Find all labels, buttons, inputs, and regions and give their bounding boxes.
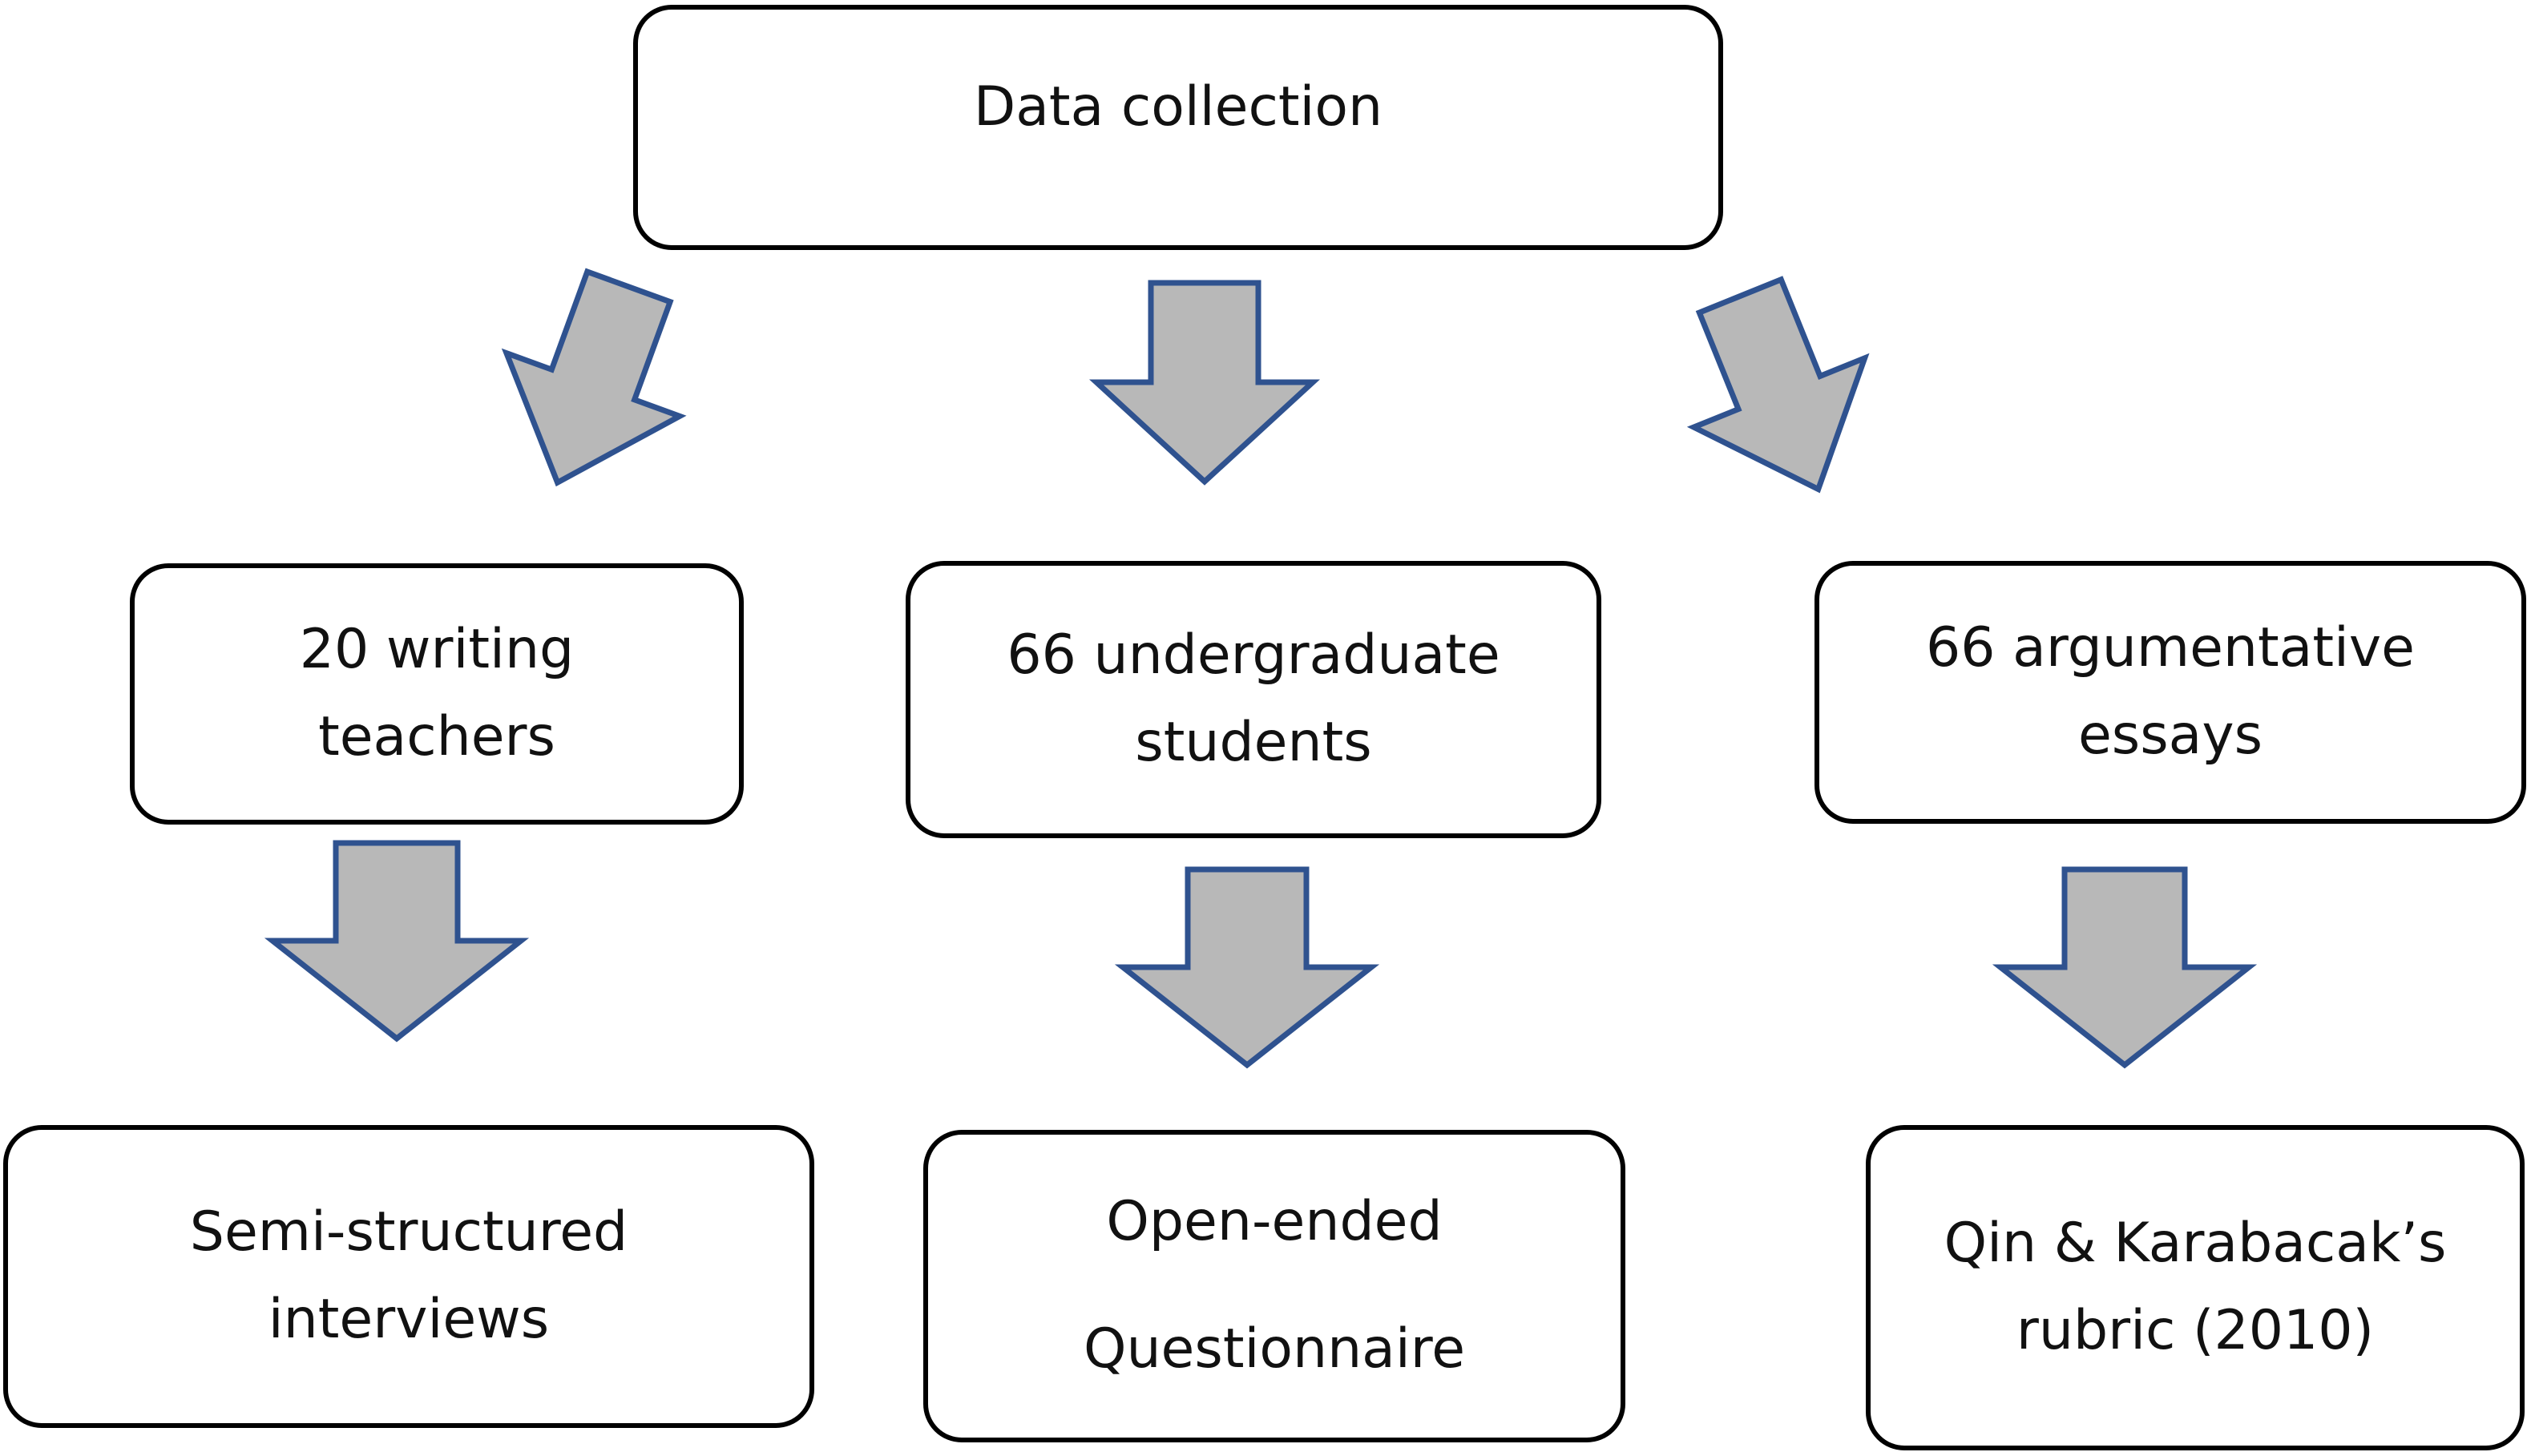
- source-label-essays: 66 argumentative essays: [1926, 605, 2415, 780]
- source-students-line-1: 66 undergraduate: [1007, 623, 1500, 688]
- method-interviews-line-1: Semi-structured: [189, 1200, 628, 1264]
- method-interviews-line-2: interviews: [268, 1288, 550, 1351]
- source-label-students: 66 undergraduate students: [1007, 612, 1500, 787]
- root-box: Data collection: [633, 5, 1723, 250]
- source-students-line-2: students: [1135, 711, 1372, 774]
- source-teachers-line-1: 20 writing: [299, 618, 575, 682]
- method-rubric-line-1: Qin & Karabacak’s: [1944, 1212, 2447, 1276]
- down-arrow-icon: [501, 268, 687, 487]
- source-box-students: 66 undergraduate students: [906, 561, 1601, 838]
- down-arrow-icon: [1992, 866, 2258, 1069]
- source-label-teachers: 20 writing teachers: [300, 607, 574, 781]
- root-label: Data collection: [973, 75, 1383, 139]
- down-arrow-icon: [1089, 280, 1320, 486]
- method-label-interviews: Semi-structured interviews: [190, 1189, 628, 1364]
- arrow-root-to-essays: [1686, 276, 1870, 494]
- method-box-questionnaire: Open-ended Questionnaire: [923, 1130, 1625, 1442]
- method-questionnaire-line-1: Open-ended: [1106, 1190, 1443, 1254]
- arrow-root-to-teachers: [501, 268, 687, 487]
- down-arrow-icon: [1114, 866, 1380, 1069]
- source-essays-line-1: 66 argumentative: [1926, 616, 2415, 680]
- arrow-teachers-to-interviews: [264, 840, 530, 1043]
- source-teachers-line-2: teachers: [318, 705, 555, 768]
- arrow-essays-to-rubric: [1992, 866, 2258, 1069]
- method-rubric-line-2: rubric (2010): [2016, 1299, 2375, 1362]
- down-arrow-icon: [1686, 276, 1870, 494]
- down-arrow-icon: [264, 840, 530, 1043]
- arrow-students-to-questionnaire: [1114, 866, 1380, 1069]
- method-label-questionnaire: Open-ended Questionnaire: [1084, 1179, 1465, 1393]
- source-box-essays: 66 argumentative essays: [1814, 561, 2526, 824]
- arrow-root-to-students: [1089, 280, 1320, 486]
- method-questionnaire-line-2: Questionnaire: [1083, 1317, 1466, 1381]
- method-box-interviews: Semi-structured interviews: [3, 1125, 814, 1428]
- source-box-teachers: 20 writing teachers: [130, 563, 744, 825]
- method-label-rubric: Qin & Karabacak’s rubric (2010): [1944, 1200, 2447, 1375]
- source-essays-line-2: essays: [2077, 704, 2263, 767]
- method-box-rubric: Qin & Karabacak’s rubric (2010): [1866, 1125, 2525, 1450]
